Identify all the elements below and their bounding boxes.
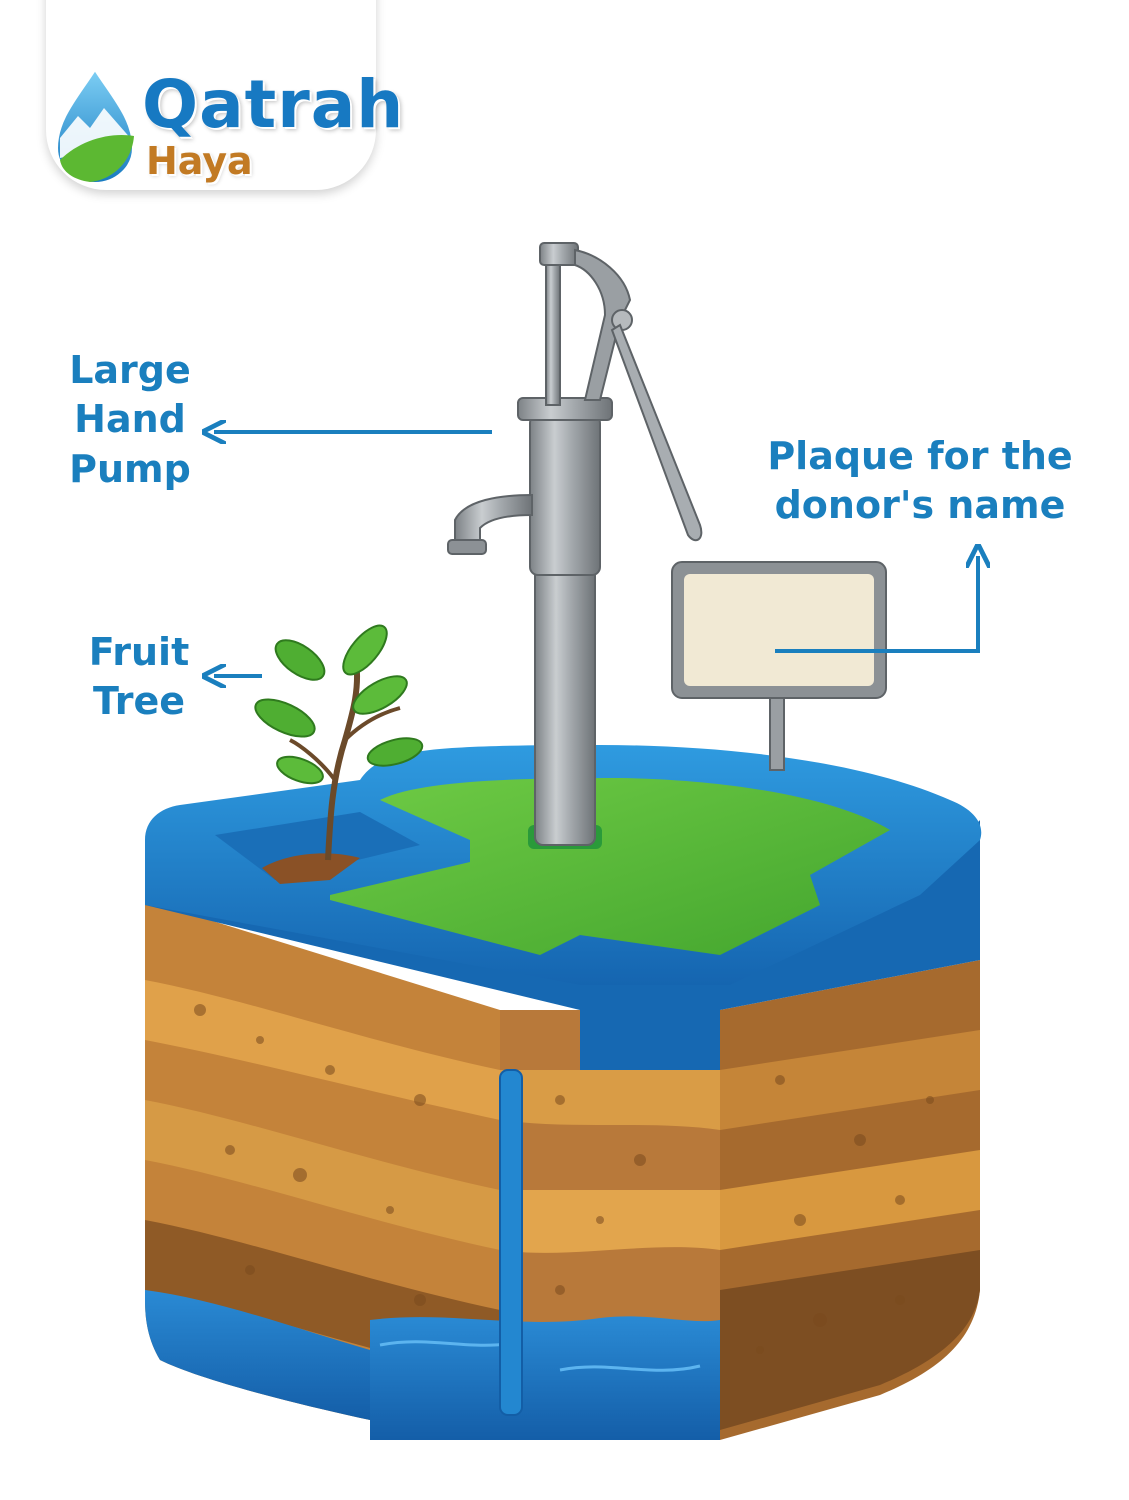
grass-surface bbox=[330, 778, 890, 955]
label-line: Plaque for the bbox=[767, 434, 1073, 478]
water-drop-logo-icon bbox=[53, 64, 137, 187]
fruit-tree-icon bbox=[254, 624, 424, 861]
label-line: Large bbox=[69, 348, 191, 392]
logo-name: Qatrah bbox=[142, 66, 405, 143]
planter-box bbox=[215, 812, 420, 884]
label-fruit-tree: Fruit Tree bbox=[74, 628, 204, 727]
logo-subname: Haya bbox=[146, 139, 253, 183]
label-line: Tree bbox=[92, 679, 186, 724]
label-line: Fruit bbox=[88, 630, 190, 674]
well-pipe bbox=[499, 1069, 523, 1416]
label-donor-plaque: Plaque for the donor's name bbox=[740, 432, 1100, 531]
plaque-arrow bbox=[775, 556, 978, 653]
hand-pump-icon bbox=[447, 242, 703, 849]
donor-plaque-icon bbox=[671, 561, 887, 771]
label-line: donor's name bbox=[774, 483, 1066, 528]
label-line: Pump bbox=[69, 446, 191, 491]
label-line: Hand bbox=[74, 397, 186, 442]
soil-block bbox=[145, 900, 980, 1440]
label-large-hand-pump: Large Hand Pump bbox=[60, 346, 200, 494]
